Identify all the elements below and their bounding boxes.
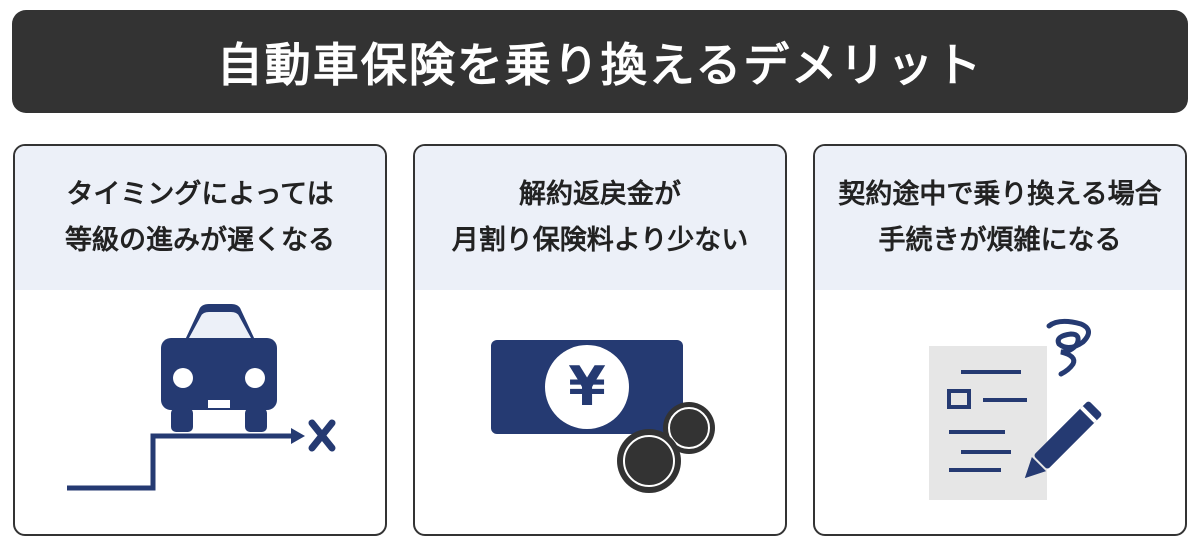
title-banner: 自動車保険を乗り換えるデメリット: [12, 10, 1188, 113]
card-text-line: 契約途中で乗り換える場合: [838, 179, 1162, 210]
document-pen-icon: [929, 318, 1102, 500]
yen-bill-coins-icon: ¥: [491, 340, 715, 493]
coin-icon: [663, 402, 715, 454]
car-on-stairs-icon: [67, 304, 336, 491]
stairs-line: [67, 433, 291, 491]
demerit-card-grade: タイミングによっては 等級の進みが遅くなる: [13, 144, 387, 536]
coin-icon: [617, 429, 681, 493]
card-header: 解約返戻金が 月割り保険料より少ない: [415, 146, 785, 290]
card-text-line: 月割り保険料より少ない: [451, 225, 749, 256]
demerit-card-refund: 解約返戻金が 月割り保険料より少ない ¥: [413, 144, 787, 536]
page-title: 自動車保険を乗り換えるデメリット: [216, 37, 984, 92]
demerit-card-procedure: 契約途中で乗り換える場合 手続きが煩雑になる: [813, 144, 1187, 536]
card-illustration: [815, 290, 1185, 534]
card-illustration: ¥: [415, 290, 785, 534]
card-text-line: 解約返戻金が: [519, 179, 681, 210]
car-icon: [161, 304, 277, 432]
checkbox-icon: [947, 389, 971, 409]
card-text-line: タイミングによっては: [66, 179, 334, 210]
card-header: 契約途中で乗り換える場合 手続きが煩雑になる: [815, 146, 1185, 290]
card-illustration: [15, 290, 385, 534]
card-header: タイミングによっては 等級の進みが遅くなる: [15, 146, 385, 290]
arrow-head: [291, 428, 305, 444]
paper-icon: [929, 346, 1047, 500]
card-text-line: 手続きが煩雑になる: [878, 225, 1122, 256]
card-text-line: 等級の進みが遅くなる: [65, 225, 335, 256]
scribble-icon: [1046, 318, 1091, 377]
cross-icon: [308, 419, 336, 452]
yen-symbol: ¥: [568, 355, 606, 418]
